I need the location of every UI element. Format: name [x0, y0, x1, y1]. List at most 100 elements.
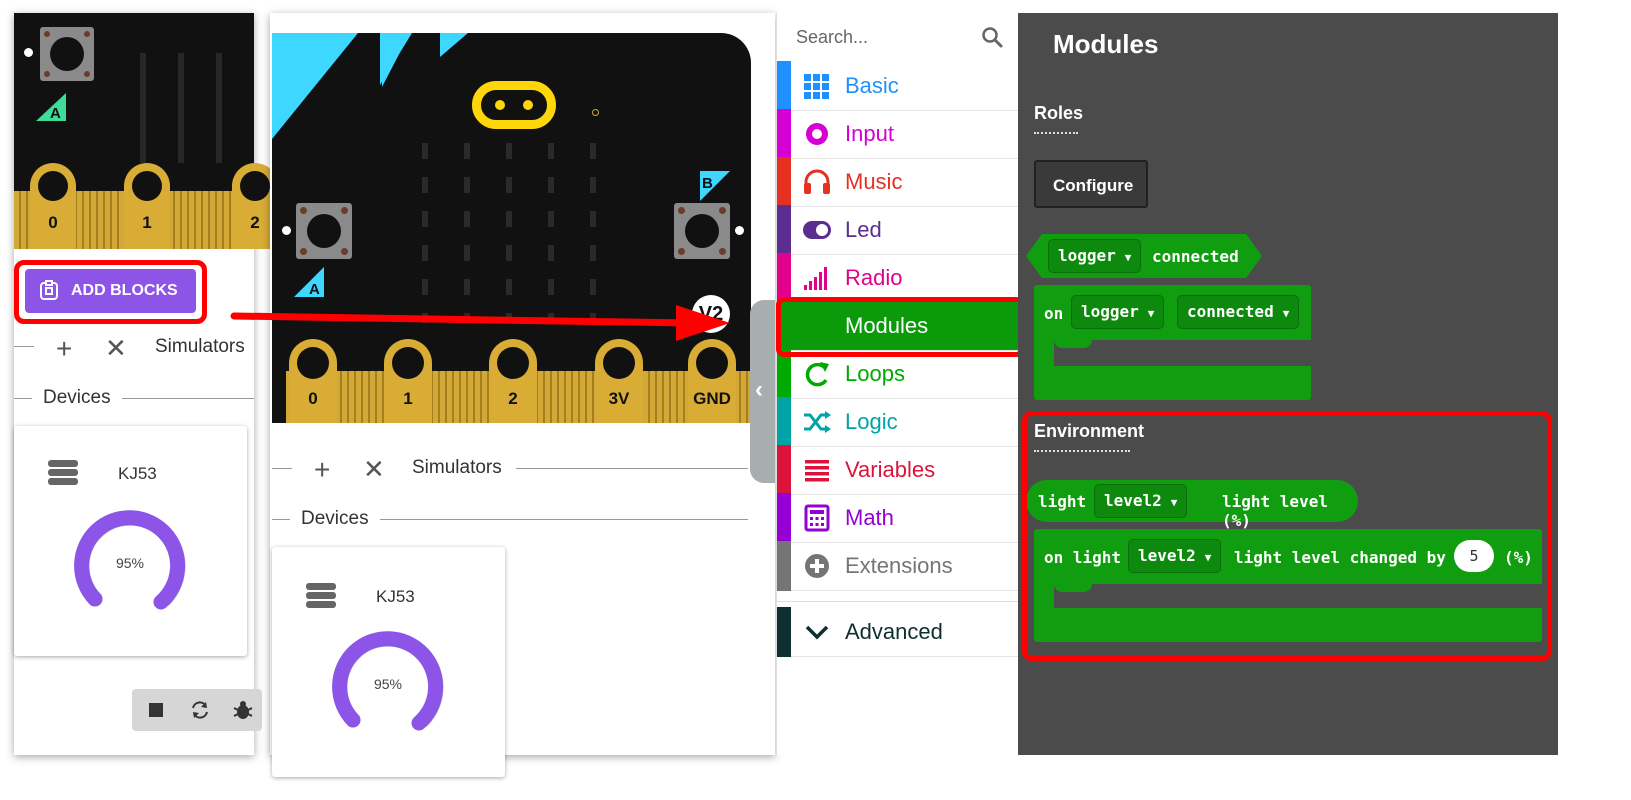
- category-extensions[interactable]: Extensions: [777, 541, 1027, 591]
- category-led[interactable]: Led: [777, 205, 1027, 255]
- level2-dropdown[interactable]: level2▼: [1094, 484, 1188, 518]
- devices-label: Devices: [43, 387, 111, 408]
- category-music[interactable]: Music: [777, 157, 1027, 207]
- logger-connected-block[interactable]: logger▼ connected: [1026, 234, 1262, 278]
- device-gauge: 95%: [332, 631, 444, 731]
- close-simulator-button[interactable]: ✕: [105, 333, 127, 363]
- device-gauge: 95%: [74, 510, 186, 610]
- configure-button[interactable]: Configure: [1034, 160, 1148, 208]
- pin-1[interactable]: 1: [384, 339, 432, 423]
- touch-logo[interactable]: [472, 81, 556, 129]
- svg-text:B: B: [702, 175, 713, 192]
- category-basic[interactable]: Basic: [777, 61, 1027, 111]
- svg-text:A: A: [50, 105, 61, 122]
- microphone-indicator: [592, 109, 599, 116]
- on-light-changed-block[interactable]: on light level2▼ light level changed by …: [1034, 529, 1542, 644]
- pin-2[interactable]: 2: [489, 339, 537, 423]
- button-a-housing[interactable]: [40, 27, 94, 81]
- left-panel: A 0 1 2 ADD BLOCKS: [14, 13, 278, 755]
- category-label: Logic: [845, 409, 898, 434]
- button-a-marker-icon: A: [36, 93, 66, 122]
- category-label: Extensions: [845, 553, 953, 578]
- collapse-handle[interactable]: ‹: [750, 300, 775, 483]
- logger-dropdown[interactable]: logger▼: [1071, 295, 1165, 329]
- category-advanced[interactable]: Advanced: [777, 607, 1027, 657]
- chevron-left-icon: ‹: [755, 376, 763, 403]
- headphones-icon: [804, 169, 830, 194]
- event-foot: [1034, 608, 1542, 642]
- logger-dropdown[interactable]: logger▼: [1048, 239, 1142, 273]
- stop-button[interactable]: [149, 703, 163, 717]
- button-a[interactable]: [296, 203, 352, 259]
- restart-icon[interactable]: [190, 700, 210, 720]
- level2-dropdown[interactable]: level2▼: [1128, 539, 1222, 573]
- target-icon: [806, 123, 828, 145]
- refresh-icon: [805, 362, 829, 387]
- light-text: light: [1038, 492, 1087, 511]
- server-icon: [306, 583, 336, 608]
- svg-text:A: A: [309, 281, 320, 298]
- pin-1[interactable]: 1: [124, 163, 170, 249]
- left-microbit-board: A 0 1 2: [14, 13, 278, 249]
- close-simulator-button[interactable]: ✕: [363, 454, 385, 484]
- add-simulator-button[interactable]: +: [56, 333, 73, 364]
- edge-dot-right: [735, 226, 744, 235]
- on-logger-block[interactable]: on logger▼ connected▼: [1034, 285, 1311, 402]
- configure-label: Configure: [1053, 176, 1134, 195]
- environment-highlight: [1022, 411, 1552, 661]
- button-b[interactable]: [674, 203, 730, 259]
- device-card[interactable]: KJ53 95%: [272, 547, 505, 777]
- toggle-icon: [803, 221, 831, 239]
- toolbox: Search... Basic Input Music: [776, 13, 1027, 755]
- on-text: on: [1044, 304, 1064, 323]
- percent-suffix: (%): [1504, 548, 1533, 567]
- category-variables[interactable]: Variables: [777, 445, 1027, 495]
- led-grid: [124, 53, 254, 163]
- category-modules[interactable]: Modules: [777, 301, 1027, 351]
- add-blocks-button[interactable]: ADD BLOCKS: [25, 269, 196, 313]
- sim-divider-right: [516, 468, 748, 469]
- search-icon[interactable]: [981, 26, 1003, 48]
- category-loops[interactable]: Loops: [777, 349, 1027, 399]
- pin-0[interactable]: 0: [30, 163, 76, 249]
- sim-divider-left: [14, 346, 34, 347]
- device-card[interactable]: KJ53 95%: [14, 426, 247, 656]
- modules-flyout: Modules Roles Configure logger▼ connecte…: [1018, 13, 1558, 755]
- corner-stripes: [272, 33, 468, 139]
- plus-circle-icon: [805, 554, 829, 578]
- category-label: Loops: [845, 361, 905, 386]
- devices-divider-left: [14, 398, 32, 399]
- category-label: Input: [845, 121, 894, 146]
- search-box[interactable]: Search...: [777, 13, 1019, 61]
- environment-heading: Environment: [1034, 421, 1145, 441]
- category-label: Radio: [845, 265, 903, 290]
- category-math[interactable]: Math: [777, 493, 1027, 543]
- button-a-marker-icon: A: [294, 267, 324, 298]
- devices-divider-left: [272, 519, 290, 520]
- add-simulator-button[interactable]: +: [314, 454, 331, 485]
- pin-3v[interactable]: 3V: [595, 339, 643, 423]
- simulators-label: Simulators: [155, 336, 245, 357]
- add-blocks-highlight: [14, 260, 207, 324]
- chevron-down-icon: [805, 625, 829, 640]
- environment-underline: [1034, 450, 1130, 452]
- pin-0[interactable]: 0: [289, 339, 337, 423]
- category-input[interactable]: Input: [777, 109, 1027, 159]
- category-label: Music: [845, 169, 903, 194]
- shuffle-icon: [804, 411, 831, 433]
- list-icon: [805, 460, 829, 482]
- threshold-value-input[interactable]: 5: [1454, 540, 1494, 572]
- connected-dropdown[interactable]: connected▼: [1177, 295, 1300, 329]
- devices-label: Devices: [301, 508, 369, 529]
- light-level-block[interactable]: light level2▼ light level (%): [1026, 480, 1358, 530]
- pin-gnd[interactable]: GND: [688, 339, 736, 423]
- sim-divider-left: [272, 468, 292, 469]
- debug-icon[interactable]: [232, 699, 254, 721]
- search-input[interactable]: Search...: [796, 27, 869, 47]
- category-logic[interactable]: Logic: [777, 397, 1027, 447]
- category-label: Led: [845, 217, 882, 242]
- device-name: KJ53: [376, 587, 415, 606]
- devices-divider-right: [122, 398, 254, 399]
- grid-icon: [804, 74, 829, 99]
